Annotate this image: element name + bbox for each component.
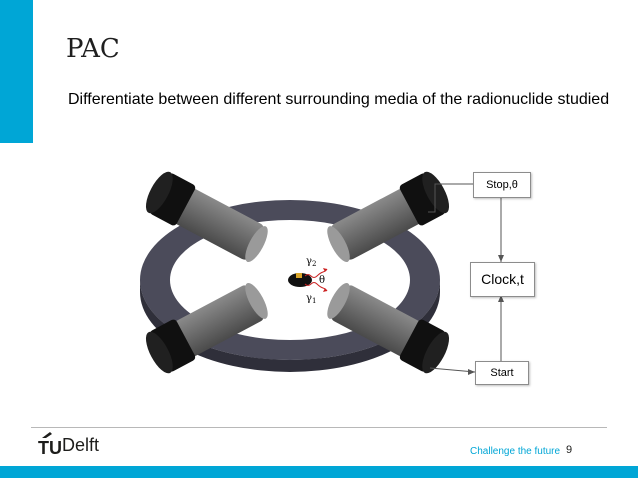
- gamma-2-label: γ2: [306, 256, 316, 268]
- tudelft-logo: TU: [38, 432, 62, 458]
- clock-box: Clock,t: [470, 262, 535, 297]
- bottom-accent-bar: [0, 466, 638, 478]
- slide-title: PAC: [66, 34, 120, 64]
- footer-divider: [31, 427, 607, 428]
- angle-theta-label: θ: [319, 275, 325, 286]
- detector-lower-left: [145, 282, 268, 374]
- detector-upper-left: [145, 171, 268, 263]
- radioactive-source: [288, 273, 312, 287]
- detector-lower-right: [327, 282, 450, 374]
- accent-bar: [0, 0, 33, 143]
- gamma-rays: [304, 268, 328, 292]
- start-box: Start: [475, 361, 529, 385]
- pac-setup-diagram: γ2 γ1 θ: [139, 171, 450, 374]
- stop-box: Stop,θ: [473, 172, 531, 198]
- slide-subtitle: Differentiate between different surround…: [68, 91, 610, 108]
- gamma-1-label: γ1: [306, 293, 316, 305]
- tagline: Challenge the future: [470, 446, 561, 457]
- page-number: 9: [566, 444, 573, 456]
- logo-text: Delft: [62, 435, 100, 455]
- svg-text:TU: TU: [38, 438, 62, 458]
